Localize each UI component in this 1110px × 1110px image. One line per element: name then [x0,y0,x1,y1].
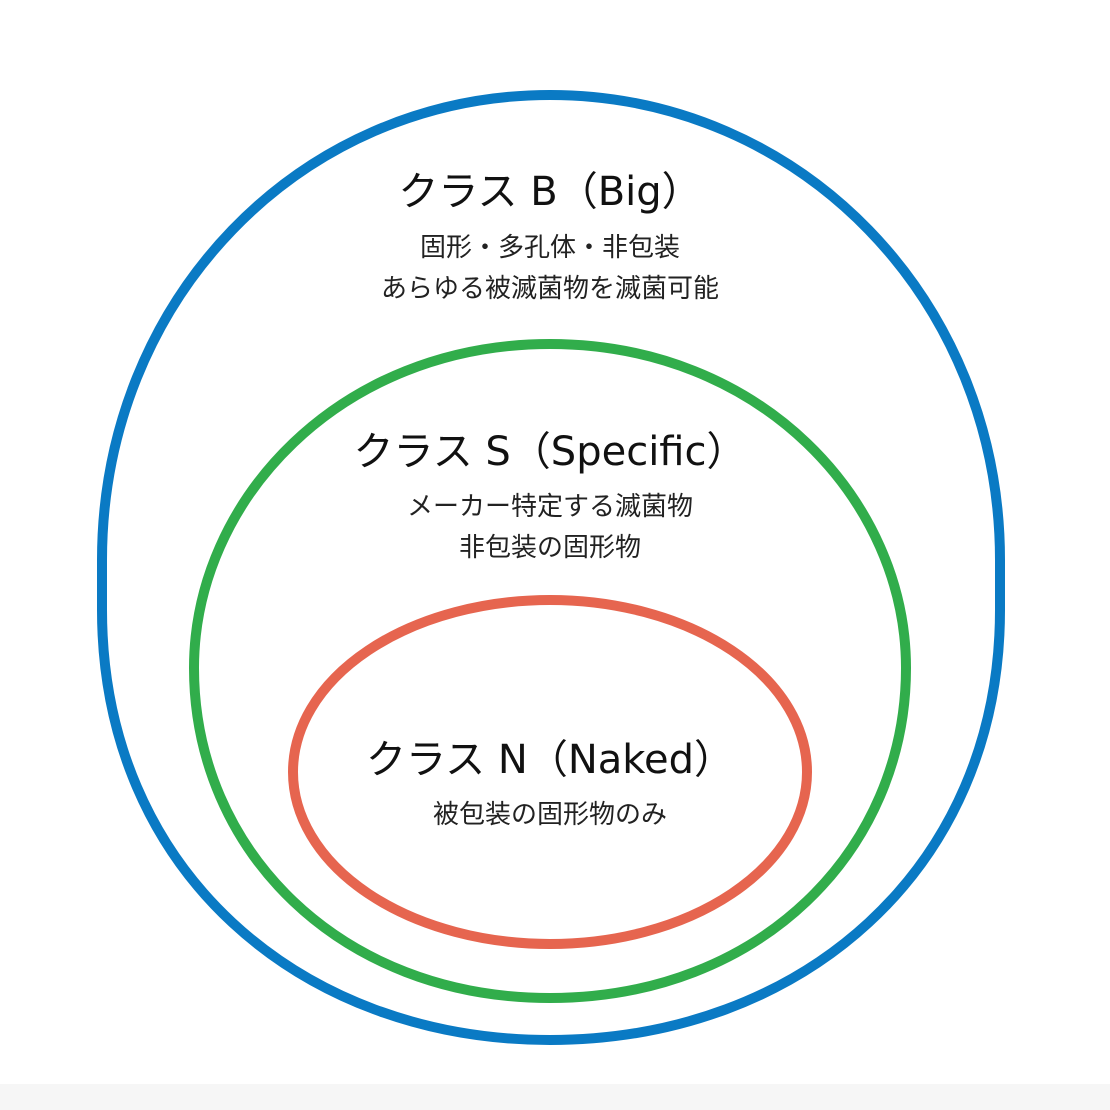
class-b-line-2: あらゆる被滅菌物を滅菌可能 [381,274,719,304]
class-s-title: クラス S（Specific） [354,429,747,475]
class-b-ring [97,89,1005,1046]
class-n-title: クラス N（Naked） [366,737,734,783]
class-b-line-1: 固形・多孔体・非包装 [420,233,680,263]
class-n-ring [288,595,812,949]
class-s-line-2: 非包装の固形物 [459,533,641,563]
class-s-ring [188,338,912,1004]
bottom-strip [0,1084,1110,1110]
class-n-line-1: 被包装の固形物のみ [433,800,667,830]
class-s-line-1: メーカー特定する滅菌物 [407,492,693,522]
class-b-title: クラス B（Big） [398,169,701,215]
